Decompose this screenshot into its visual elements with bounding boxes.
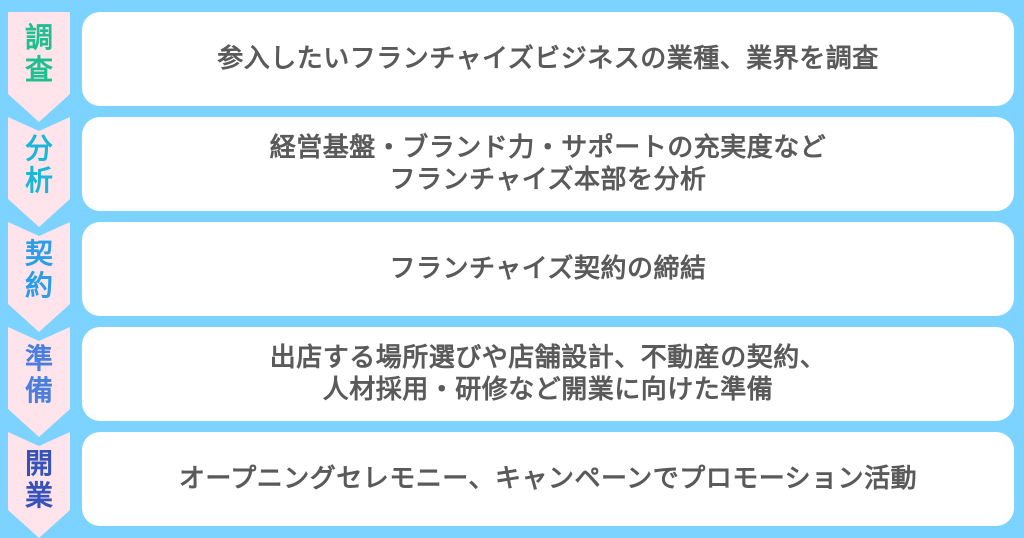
step-3-label-char-2: 約 (24, 269, 53, 302)
step-2-arrow: 分 析 (8, 117, 70, 227)
step-5-card: オープニングセレモニー、キャンペーンでプロモーション活動 (82, 432, 1014, 526)
step-3-arrow: 契 約 (8, 222, 70, 332)
step-4-label: 準 備 (8, 343, 70, 407)
step-2-label-char-1: 分 (24, 132, 53, 165)
step-1-card: 参入したいフランチャイズビジネスの業種、業界を調査 (82, 12, 1014, 106)
step-3-text: フランチャイズ契約の締結 (389, 254, 707, 284)
step-1-text: 参入したいフランチャイズビジネスの業種、業界を調査 (217, 44, 879, 74)
step-4-card: 出店する場所選びや店舗設計、不動産の契約、 人材採用・研修など開業に向けた準備 (82, 327, 1014, 421)
step-1-label: 調 査 (8, 22, 70, 86)
step-1-label-char-2: 査 (24, 53, 53, 86)
step-1-arrow: 調 査 (8, 12, 70, 122)
step-3-label-char-1: 契 (24, 237, 53, 270)
step-4-text: 出店する場所選びや店舗設計、不動産の契約、 人材採用・研修など開業に向けた準備 (269, 343, 827, 405)
step-5-arrow: 開 業 (8, 432, 70, 538)
step-5-label-char-1: 開 (24, 447, 53, 480)
step-5-label-char-2: 業 (24, 479, 53, 512)
step-4-arrow: 準 備 (8, 327, 70, 437)
step-2-label: 分 析 (8, 133, 70, 197)
step-4-label-char-2: 備 (24, 374, 53, 407)
step-4-label-char-1: 準 (24, 342, 53, 375)
step-3-card: フランチャイズ契約の締結 (82, 222, 1014, 316)
step-5-text: オープニングセレモニー、キャンペーンでプロモーション活動 (178, 464, 918, 494)
step-3-label: 契 約 (8, 238, 70, 302)
step-1-label-char-1: 調 (24, 21, 53, 54)
step-2-text: 経営基盤・ブランド力・サポートの充実度など フランチャイズ本部を分析 (269, 133, 827, 195)
step-5-label: 開 業 (8, 448, 70, 512)
step-2-label-char-2: 析 (24, 164, 53, 197)
step-2-card: 経営基盤・ブランド力・サポートの充実度など フランチャイズ本部を分析 (82, 117, 1014, 211)
